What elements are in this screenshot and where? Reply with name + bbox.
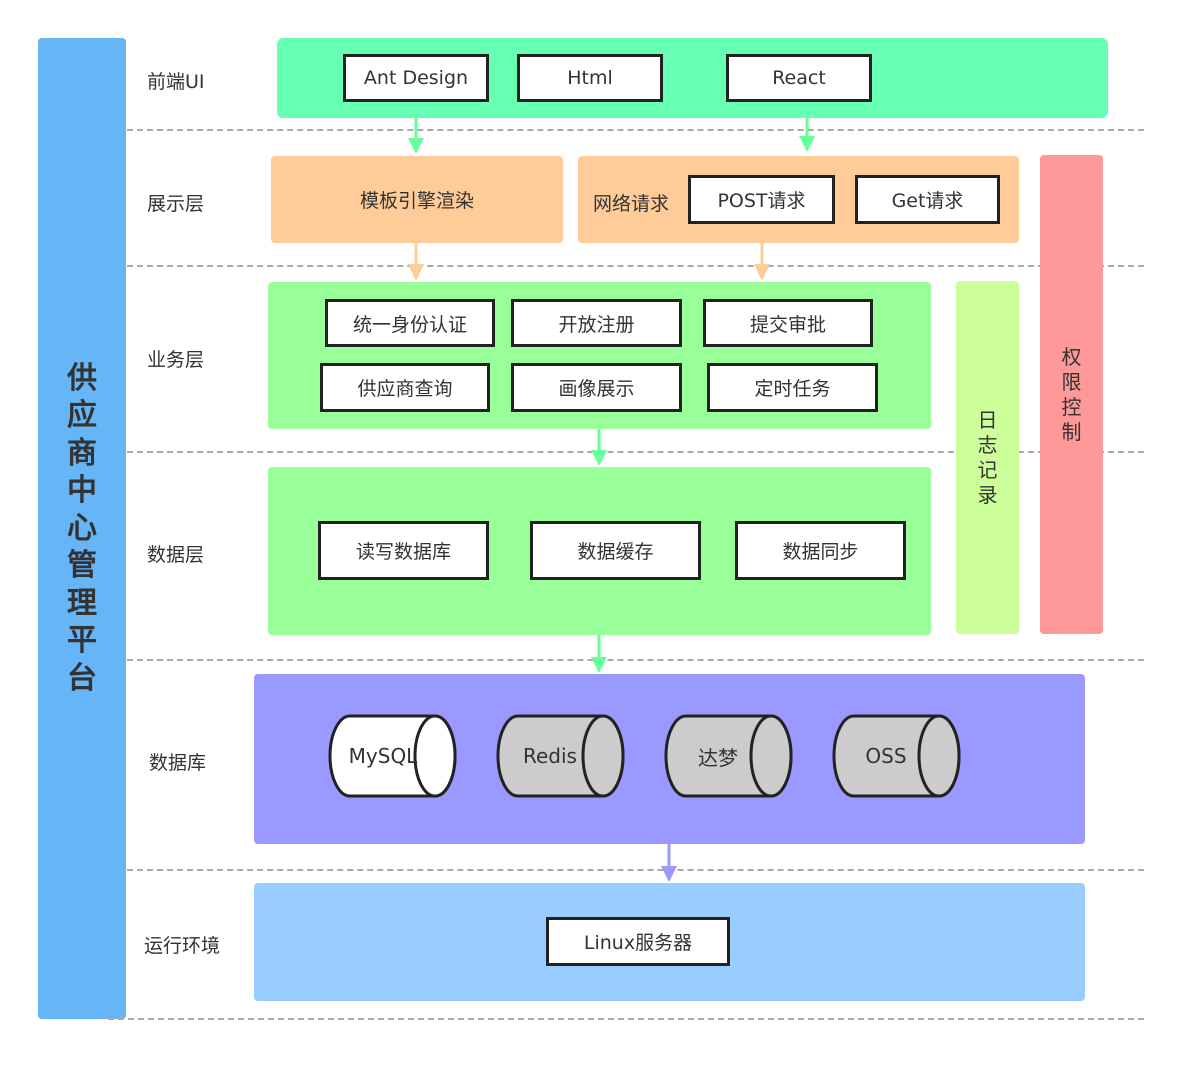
layer-divider <box>127 129 1144 131</box>
post-request-box: POST请求 <box>688 175 835 224</box>
platform-title-char: 理 <box>67 585 97 621</box>
arrow-database-to-runtime <box>661 844 677 882</box>
db-label-dameng: 达梦 <box>698 745 738 770</box>
business-item-profile-display: 画像展示 <box>511 363 682 412</box>
template-render-label: 模板引擎渲染 <box>359 190 474 212</box>
permission-char: 控 <box>1061 394 1082 419</box>
layer-divider <box>127 265 1144 267</box>
get-request-box: Get请求 <box>855 175 1000 224</box>
layer-divider <box>127 659 1144 661</box>
db-cylinder-mysql <box>328 714 457 798</box>
business-item-identity-auth: 统一身份认证 <box>325 299 495 347</box>
frontend-item-ant-design: Ant Design <box>343 54 489 102</box>
db-label-redis: Redis <box>523 744 577 768</box>
permission-char: 权 <box>1061 344 1082 369</box>
template-render-panel <box>271 156 563 243</box>
arrow-template-to-business <box>408 243 424 281</box>
platform-title-char: 台 <box>67 660 97 696</box>
arrow-frontend-to-template <box>408 118 424 154</box>
db-cylinder-dameng <box>664 714 793 798</box>
db-label-mysql: MySQL <box>348 744 418 768</box>
platform-title-char: 平 <box>67 623 97 659</box>
data-item-sync: 数据同步 <box>735 521 906 580</box>
platform-title-char: 中 <box>67 473 97 509</box>
runtime-item-linux-server: Linux服务器 <box>546 917 730 966</box>
platform-title-char: 管 <box>67 548 97 584</box>
logging-char: 记 <box>977 457 998 482</box>
layer-divider <box>108 1018 1144 1020</box>
layer-divider <box>127 869 1144 871</box>
business-item-supplier-query: 供应商查询 <box>320 363 490 412</box>
permission-char: 制 <box>1061 419 1082 444</box>
db-cylinder-oss <box>832 714 961 798</box>
platform-title-bar: 供 应 商 中 心 管 理 平 台 <box>38 38 126 1019</box>
arrow-frontend-to-network <box>799 118 815 152</box>
frontend-item-html: Html <box>517 54 663 102</box>
logging-char: 录 <box>977 482 998 507</box>
business-item-open-register: 开放注册 <box>511 299 682 347</box>
layer-label-business: 业务层 <box>147 349 205 371</box>
permission-control-panel: 权 限 控 制 <box>1040 155 1103 634</box>
frontend-item-react: React <box>726 54 872 102</box>
arrow-business-to-data <box>591 429 607 466</box>
logging-char: 志 <box>977 432 998 457</box>
layer-label-runtime: 运行环境 <box>144 935 221 957</box>
permission-char: 限 <box>1061 369 1082 394</box>
business-item-scheduled-task: 定时任务 <box>707 363 878 412</box>
network-request-label: 网络请求 <box>593 193 670 215</box>
db-label-oss: OSS <box>865 744 907 768</box>
data-item-read-write-db: 读写数据库 <box>318 521 489 580</box>
data-item-cache: 数据缓存 <box>530 521 701 580</box>
arrow-network-to-business <box>754 243 770 281</box>
layer-divider <box>127 451 1144 453</box>
platform-title-char: 供 <box>67 360 97 396</box>
platform-title-char: 心 <box>67 510 97 546</box>
logging-panel: 日 志 记 录 <box>956 281 1019 634</box>
logging-char: 日 <box>977 407 998 432</box>
layer-label-database: 数据库 <box>149 752 207 774</box>
platform-title-char: 商 <box>67 435 97 471</box>
platform-title-char: 应 <box>67 398 97 434</box>
business-item-submit-approval: 提交审批 <box>703 299 873 347</box>
layer-label-data: 数据层 <box>147 544 205 566</box>
db-cylinder-redis <box>496 714 625 798</box>
layer-label-presentation: 展示层 <box>147 193 205 215</box>
arrow-data-to-database <box>591 635 607 673</box>
layer-label-frontend: 前端UI <box>147 71 205 93</box>
